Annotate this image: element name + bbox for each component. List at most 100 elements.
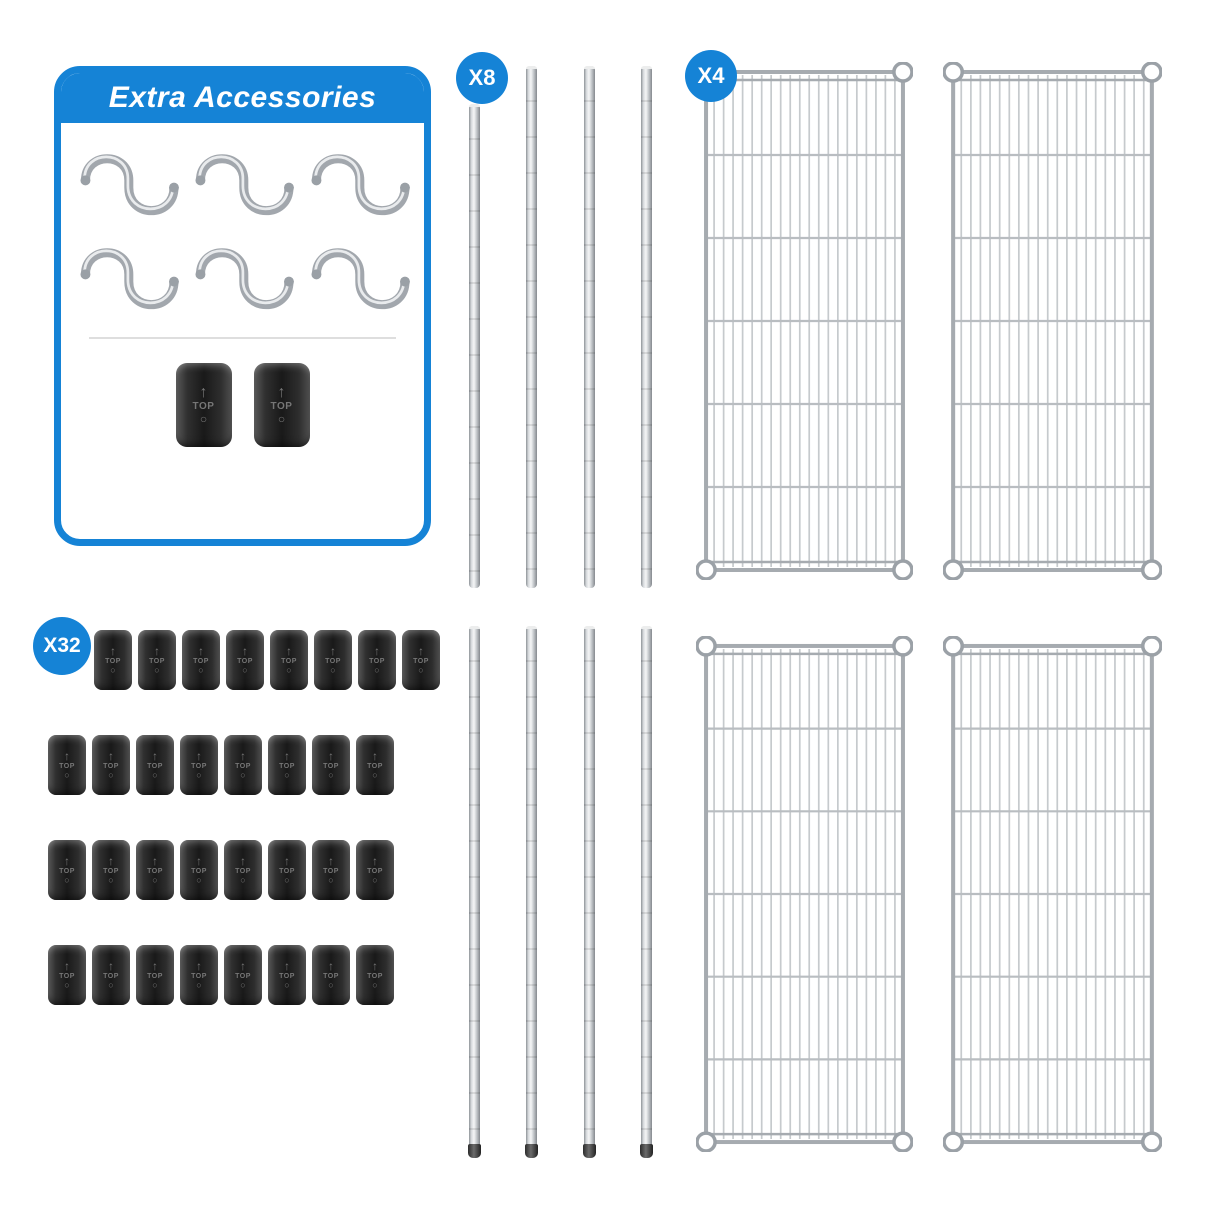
wire-shelf [696, 62, 913, 580]
shelf-sleeve-clip: ↑ TOP ○ [182, 630, 220, 690]
ring-icon: ○ [152, 770, 158, 780]
shelf-sleeve-clip: ↑ TOP ○ [356, 735, 394, 795]
ring-icon: ○ [108, 980, 114, 990]
shelf-sleeve-clip: ↑ TOP ○ [253, 363, 310, 447]
shelf-pole [583, 66, 595, 588]
s-hooks-group [61, 123, 424, 325]
clip-row: ↑ TOP ○ ↑ TOP ○ ↑ TOP ○ ↑ TOP ○ ↑ TOP ○ … [48, 945, 440, 1005]
shelf-sleeve-clip: ↑ TOP ○ [138, 630, 176, 690]
arrow-up-icon: ↑ [330, 644, 336, 658]
ring-icon: ○ [110, 665, 116, 675]
shelves-count-badge: X4 [685, 50, 737, 102]
clip-top-label: TOP [281, 658, 297, 665]
clip-top-label: TOP [323, 868, 339, 875]
arrow-up-icon: ↑ [196, 854, 202, 868]
wire-shelf [943, 636, 1162, 1152]
shelf-sleeve-clip: ↑ TOP ○ [92, 735, 130, 795]
clip-top-label: TOP [191, 763, 207, 770]
clip-top-label: TOP [59, 868, 75, 875]
shelf-sleeve-clip: ↑ TOP ○ [136, 735, 174, 795]
clip-top-label: TOP [103, 973, 119, 980]
clips-count-badge: X32 [33, 617, 91, 675]
arrow-up-icon: ↑ [328, 959, 334, 973]
ring-icon: ○ [196, 980, 202, 990]
clip-top-label: TOP [103, 868, 119, 875]
ring-icon: ○ [328, 875, 334, 885]
ring-icon: ○ [240, 770, 246, 780]
s-hook-icon [195, 154, 295, 215]
panel-divider [89, 337, 396, 339]
ring-icon: ○ [284, 875, 290, 885]
clip-top-label: TOP [270, 401, 293, 412]
arrow-up-icon: ↑ [199, 384, 208, 401]
ring-icon: ○ [199, 412, 208, 426]
shelf-sleeve-clip: ↑ TOP ○ [94, 630, 132, 690]
poles-group-top [469, 66, 652, 588]
arrow-up-icon: ↑ [284, 959, 290, 973]
wire-shelf-graphic [696, 62, 913, 580]
shelf-sleeve-clip: ↑ TOP ○ [92, 840, 130, 900]
wire-shelf-graphic [943, 62, 1162, 580]
s-hook-icon [311, 248, 411, 309]
clip-top-label: TOP [413, 658, 429, 665]
shelf-sleeve-clip: ↑ TOP ○ [136, 945, 174, 1005]
shelf-sleeve-clip: ↑ TOP ○ [48, 735, 86, 795]
clip-top-label: TOP [367, 973, 383, 980]
arrow-up-icon: ↑ [374, 644, 380, 658]
arrow-up-icon: ↑ [64, 959, 70, 973]
shelf-sleeve-clip: ↑ TOP ○ [268, 945, 306, 1005]
extra-accessories-panel: Extra Accessories ↑ TOP ○ [54, 66, 431, 546]
accessory-clips-group: ↑ TOP ○ ↑ TOP ○ [61, 363, 424, 447]
arrow-up-icon: ↑ [196, 749, 202, 763]
arrow-up-icon: ↑ [240, 959, 246, 973]
shelf-sleeve-clip: ↑ TOP ○ [136, 840, 174, 900]
ring-icon: ○ [240, 875, 246, 885]
arrow-up-icon: ↑ [198, 644, 204, 658]
clip-top-label: TOP [367, 763, 383, 770]
shelf-pole [582, 626, 596, 1158]
shelf-sleeve-clip: ↑ TOP ○ [314, 630, 352, 690]
shelf-sleeve-clip: ↑ TOP ○ [312, 840, 350, 900]
shelf-sleeve-clip: ↑ TOP ○ [226, 630, 264, 690]
clip-top-label: TOP [235, 973, 251, 980]
shelf-sleeve-clip: ↑ TOP ○ [180, 840, 218, 900]
shelf-sleeve-clip: ↑ TOP ○ [224, 840, 262, 900]
clip-top-label: TOP [191, 868, 207, 875]
shelf-pole [639, 626, 653, 1158]
arrow-up-icon: ↑ [372, 749, 378, 763]
clip-top-label: TOP [235, 763, 251, 770]
ring-icon: ○ [196, 770, 202, 780]
clip-top-label: TOP [147, 973, 163, 980]
shelf-sleeve-clip: ↑ TOP ○ [48, 945, 86, 1005]
arrow-up-icon: ↑ [328, 749, 334, 763]
poles-count-badge: X8 [456, 52, 508, 104]
arrow-up-icon: ↑ [286, 644, 292, 658]
arrow-up-icon: ↑ [152, 959, 158, 973]
arrow-up-icon: ↑ [277, 384, 286, 401]
s-hook-icon [80, 154, 179, 215]
clip-top-label: TOP [147, 868, 163, 875]
ring-icon: ○ [198, 665, 204, 675]
arrow-up-icon: ↑ [64, 854, 70, 868]
arrow-up-icon: ↑ [152, 854, 158, 868]
clip-top-label: TOP [369, 658, 385, 665]
wire-shelf-graphic [943, 636, 1162, 1152]
shelf-sleeve-clip: ↑ TOP ○ [180, 735, 218, 795]
clip-top-label: TOP [193, 658, 209, 665]
clip-top-label: TOP [191, 973, 207, 980]
clip-top-label: TOP [237, 658, 253, 665]
clip-top-label: TOP [323, 763, 339, 770]
arrow-up-icon: ↑ [242, 644, 248, 658]
ring-icon: ○ [372, 770, 378, 780]
clip-row: ↑ TOP ○ ↑ TOP ○ ↑ TOP ○ ↑ TOP ○ ↑ TOP ○ … [48, 630, 440, 690]
clip-top-label: TOP [59, 973, 75, 980]
clip-top-label: TOP [279, 868, 295, 875]
arrow-up-icon: ↑ [328, 854, 334, 868]
poles-group-bottom [468, 626, 653, 1158]
shelf-sleeve-clip: ↑ TOP ○ [270, 630, 308, 690]
shelf-sleeve-clip: ↑ TOP ○ [224, 735, 262, 795]
clip-top-label: TOP [103, 763, 119, 770]
clip-top-label: TOP [149, 658, 165, 665]
arrow-up-icon: ↑ [152, 749, 158, 763]
